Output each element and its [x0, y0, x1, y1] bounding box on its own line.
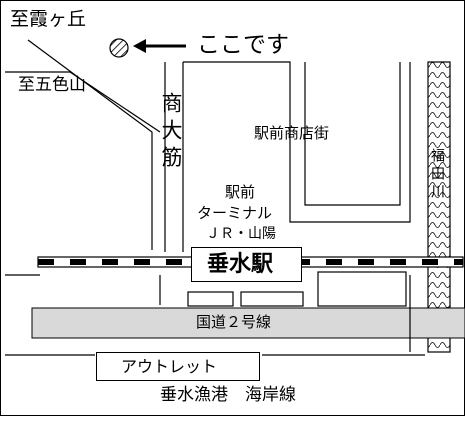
terminal-line-1: 駅前 — [225, 183, 256, 201]
building-2 — [240, 291, 304, 307]
outlet-label: アウトレット — [121, 357, 218, 376]
station-label: 垂水駅 — [207, 252, 274, 277]
route-2-road — [31, 307, 465, 339]
diagonal-road-outer — [27, 39, 153, 250]
ekimae-shotengai-outline — [183, 61, 411, 223]
marker-label: ここです — [197, 32, 289, 58]
hatched-circle-marker — [109, 38, 129, 58]
kasumigaoka-label: 至霞ヶ丘 — [10, 8, 87, 30]
building-1 — [187, 291, 234, 307]
terminal-line-3: ＪＲ・山陽 — [206, 226, 276, 242]
arrow-icon — [133, 39, 186, 53]
shotaisuji-label: 商大筋 — [159, 92, 183, 173]
coast-line-label: 垂水漁港 海岸線 — [160, 385, 296, 405]
station-box: 垂水駅 — [191, 247, 302, 282]
shopping-street-inner — [304, 62, 401, 206]
diagonal-road-inner — [5, 71, 161, 133]
ekimae-shotengai-label: 駅前商店街 — [254, 124, 330, 142]
terminal-line-2: ターミナル — [197, 204, 273, 222]
route-2-label: 国道２号線 — [196, 313, 272, 331]
outlet-box: アウトレット — [96, 352, 260, 381]
fukuda-river-label: 福田川 — [429, 148, 445, 202]
goshikiyama-label: 至五色山 — [18, 75, 86, 95]
diagonal-roads — [5, 39, 161, 250]
building-3 — [317, 271, 407, 307]
fukuda-river — [427, 61, 451, 353]
